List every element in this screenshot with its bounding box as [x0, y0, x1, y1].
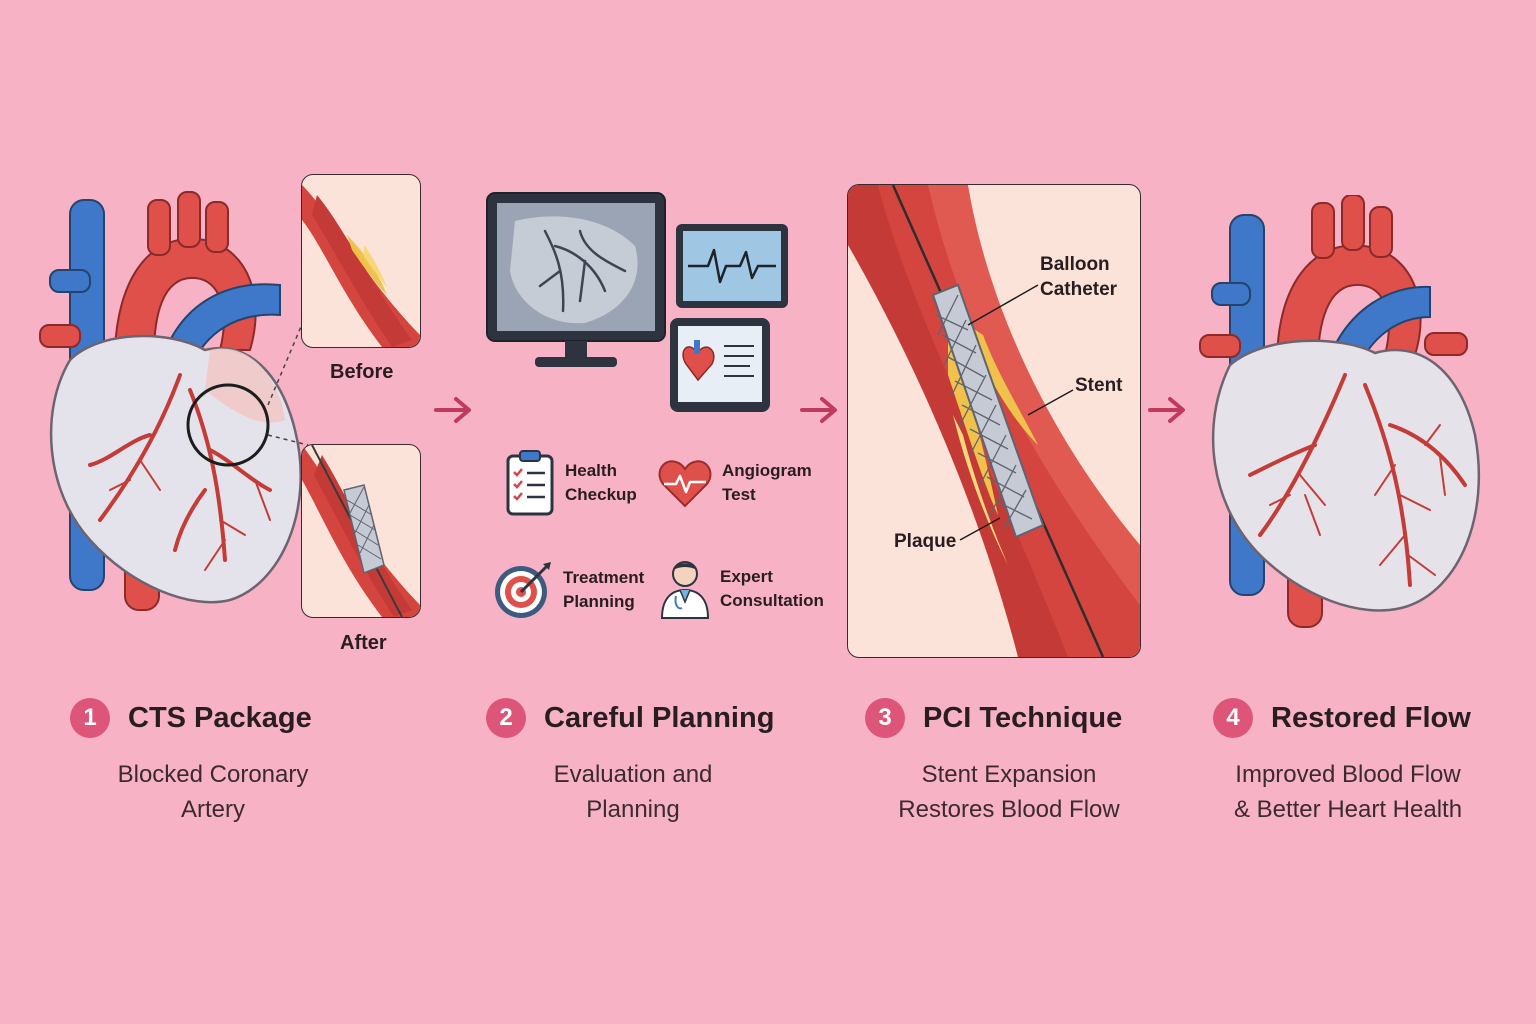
- plaque-label: Plaque: [894, 531, 957, 552]
- step-4-title: 4 Restored Flow: [1213, 698, 1471, 738]
- treatment-label-2: Planning: [563, 592, 635, 611]
- arrow-right-icon: [1148, 396, 1188, 424]
- step-desc-line: Restores Blood Flow: [898, 796, 1120, 823]
- step-2-title: 2 Careful Planning: [486, 698, 774, 738]
- angiogram-label-1: Angiogram: [722, 461, 812, 480]
- heart-healthy-illustration: [1190, 195, 1490, 635]
- target-icon: [493, 560, 553, 620]
- step-number-badge: 2: [486, 698, 526, 738]
- health-checkup-label-1: Health: [565, 461, 617, 480]
- step-title-text: Restored Flow: [1271, 701, 1471, 734]
- step-1-title: 1 CTS Package: [70, 698, 312, 738]
- expert-label-1: Expert: [720, 567, 773, 586]
- step-title-text: PCI Technique: [923, 701, 1123, 734]
- after-label: After: [340, 632, 387, 654]
- step-desc-line: Planning: [586, 796, 680, 823]
- step-number-badge: 1: [70, 698, 110, 738]
- stent-label: Stent: [1075, 375, 1123, 396]
- before-artery-panel: [301, 174, 421, 348]
- step-title-text: Careful Planning: [544, 701, 775, 734]
- step-desc-line: Improved Blood Flow: [1235, 761, 1461, 788]
- angiogram-label-2: Test: [722, 485, 756, 504]
- step-1-description: Blocked Coronary Artery: [33, 757, 393, 827]
- after-artery-panel: [301, 444, 421, 618]
- step-4-description: Improved Blood Flow & Better Heart Healt…: [1168, 757, 1528, 827]
- health-checkup-label-2: Checkup: [565, 485, 637, 504]
- step-2-description: Evaluation and Planning: [453, 757, 813, 827]
- ecg-monitor-icon: [674, 222, 790, 314]
- balloon-catheter-label: Balloon Catheter: [1040, 252, 1117, 302]
- treatment-label-1: Treatment: [563, 568, 645, 587]
- step-number-badge: 4: [1213, 698, 1253, 738]
- heart-pulse-icon: [658, 458, 712, 508]
- arrow-right-icon: [800, 396, 840, 424]
- step-desc-line: Artery: [180, 796, 245, 823]
- step-title-text: CTS Package: [128, 701, 312, 734]
- expert-label-2: Consultation: [720, 591, 824, 610]
- step-desc-line: & Better Heart Health: [1233, 796, 1463, 823]
- before-label: Before: [330, 361, 394, 383]
- step-desc-line: Evaluation and: [553, 761, 713, 788]
- balloon-label-1: Balloon: [1040, 254, 1110, 275]
- pci-stent-panel: [847, 184, 1141, 658]
- heart-blocked-illustration: [30, 190, 320, 620]
- step-desc-line: Blocked Coronary: [117, 761, 309, 788]
- tablet-heart-report-icon: [668, 316, 772, 416]
- monitor-angiogram-illustration: [485, 191, 667, 371]
- step-3-title: 3 PCI Technique: [865, 698, 1122, 738]
- balloon-label-2: Catheter: [1040, 279, 1118, 300]
- step-3-description: Stent Expansion Restores Blood Flow: [829, 757, 1189, 827]
- step-desc-line: Stent Expansion: [921, 761, 1097, 788]
- step-number-badge: 3: [865, 698, 905, 738]
- doctor-icon: [660, 558, 710, 620]
- arrow-right-icon: [434, 396, 474, 424]
- clipboard-checklist-icon: [505, 448, 555, 518]
